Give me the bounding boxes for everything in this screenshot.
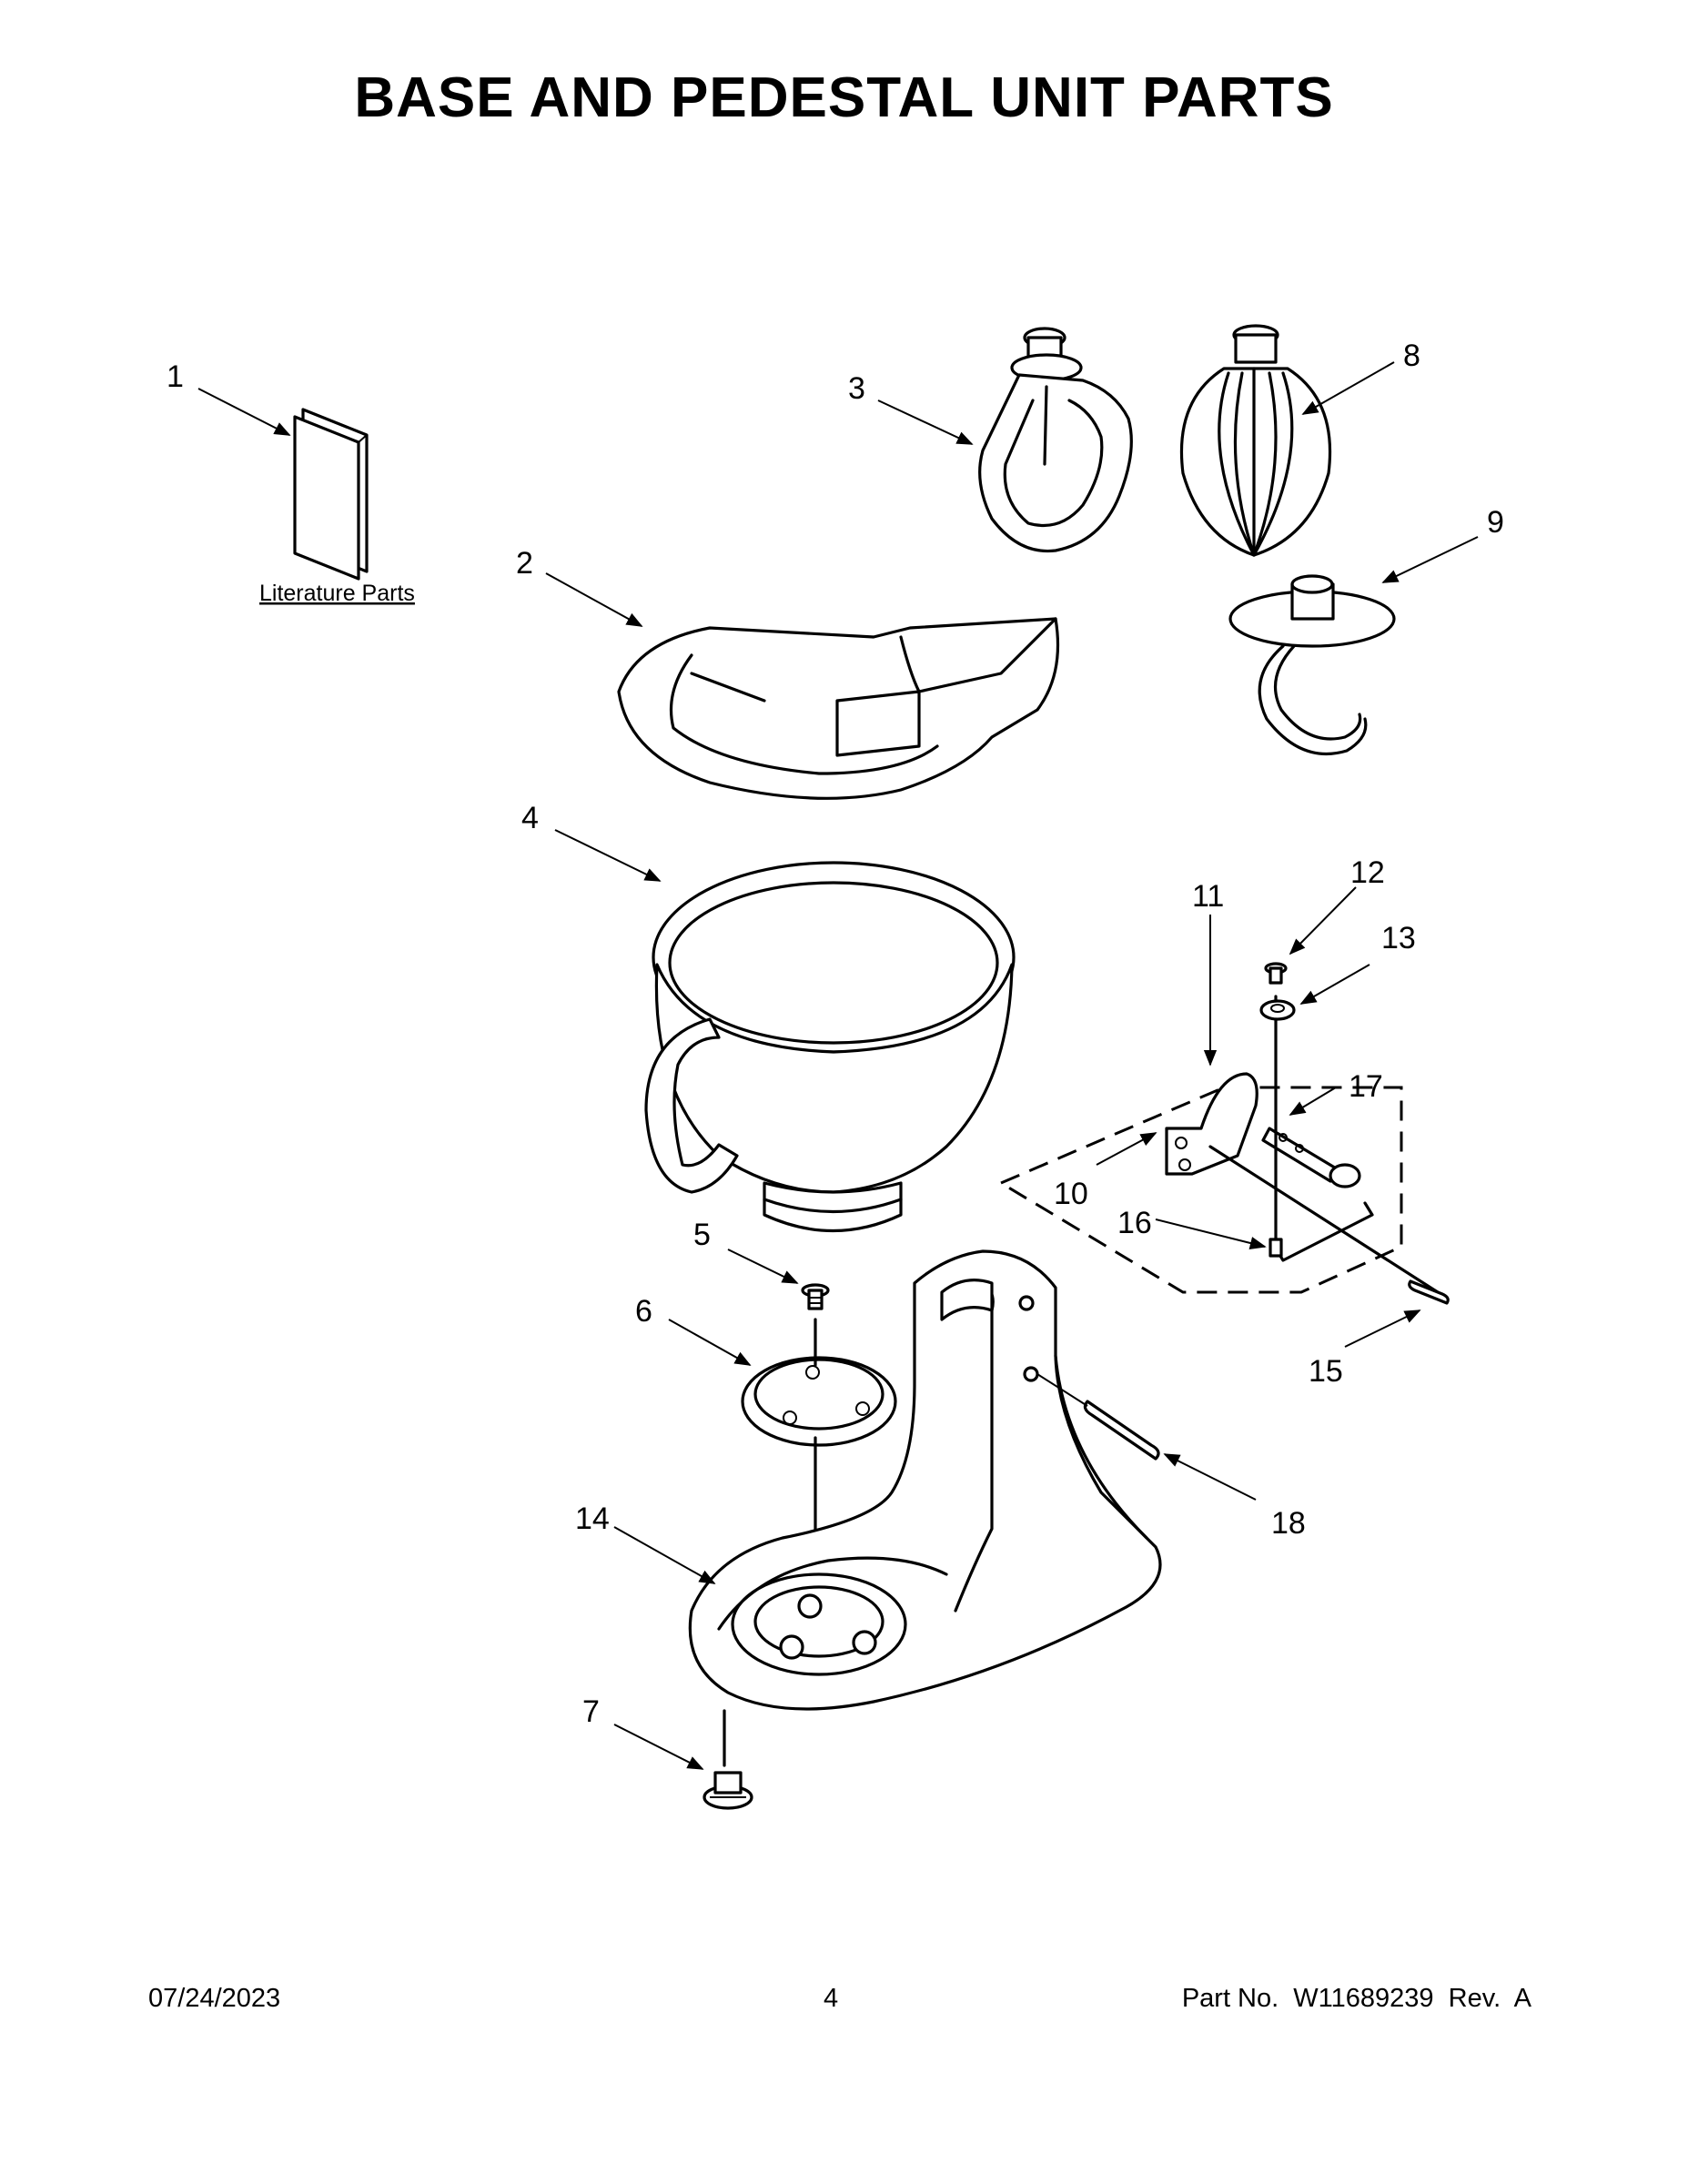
callout-4: 4: [521, 801, 539, 835]
callout-18: 18: [1271, 1506, 1306, 1541]
leader-lines: [197, 361, 1479, 1770]
washer-icon: [1259, 999, 1296, 1021]
pin-icon: [1408, 1279, 1450, 1305]
literature-booklet-icon: [293, 408, 369, 581]
footer-date: 07/24/2023: [148, 1984, 281, 2013]
callout-17: 17: [1349, 1069, 1383, 1104]
flat-beater-icon: [978, 327, 1133, 553]
callout-8: 8: [1403, 339, 1420, 373]
callout-13: 13: [1381, 921, 1416, 956]
callout-2: 2: [516, 546, 533, 581]
literature-parts-label: Literature Parts: [259, 581, 415, 606]
callout-11: 11: [1192, 879, 1224, 914]
foot-icon: [702, 1771, 753, 1810]
screw-icon: [801, 1283, 830, 1310]
callout-15: 15: [1309, 1354, 1343, 1389]
footer-page-number: 4: [824, 1984, 839, 2013]
callout-numbers: 1 2 3 4 5 6 7 8 9 10 11 12 13 14 15 16 1…: [167, 339, 1504, 1729]
callout-16: 16: [1117, 1206, 1152, 1240]
lock-lever-icon: [1261, 1127, 1361, 1188]
callout-10: 10: [1054, 1177, 1088, 1211]
hinge-pin-icon: [1036, 1373, 1160, 1461]
callout-12: 12: [1350, 855, 1385, 890]
callout-1: 1: [167, 359, 184, 394]
mixing-bowl-icon: [644, 861, 1016, 1232]
bracket-icon: [1165, 1072, 1440, 1294]
lever-rod-icon: [1269, 995, 1374, 1262]
dough-hook-icon: [1228, 574, 1396, 755]
callout-6: 6: [635, 1294, 652, 1329]
footer-part-number: Part No. W11689239 Rev. A: [1181, 1984, 1531, 2013]
screw-icon: [1264, 962, 1288, 985]
callout-14: 14: [575, 1502, 610, 1536]
callout-9: 9: [1487, 505, 1504, 540]
pedestal-base-icon: [688, 1249, 1162, 1767]
wire-whip-icon: [1179, 324, 1332, 557]
pouring-shield-icon: [617, 617, 1060, 800]
callout-7: 7: [582, 1694, 600, 1729]
callout-3: 3: [848, 371, 865, 406]
page-title: BASE AND PEDESTAL UNIT PARTS: [354, 66, 1334, 129]
callout-5: 5: [693, 1218, 711, 1252]
lock-assembly-icon: [997, 1086, 1403, 1294]
